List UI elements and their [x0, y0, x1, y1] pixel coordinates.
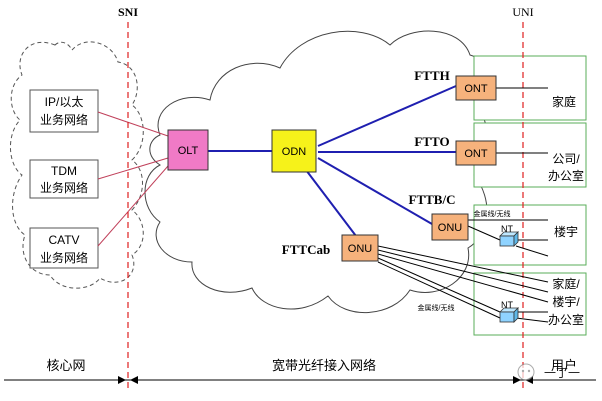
- ont-ftto-label: ONT: [464, 148, 488, 160]
- fttcab-line-1: [377, 245, 549, 283]
- uni-label: UNI: [512, 5, 533, 19]
- arrow-access-right: [513, 376, 521, 384]
- ont-ftto-node: [455, 140, 497, 166]
- premises-fttcab-label-1: 家庭/: [552, 276, 580, 291]
- olt-label: OLT: [178, 145, 199, 157]
- catv-network-label-2: 业务网络: [40, 250, 88, 265]
- premises-fttcab-label-2: 楼宇/: [552, 294, 580, 309]
- odn-node: [271, 129, 317, 173]
- fttcab-line-4: [377, 257, 501, 313]
- onu-fttb-label: ONU: [438, 222, 463, 234]
- premises-fttb: [473, 204, 587, 266]
- link-tdm-olt: [97, 157, 169, 180]
- fttb-line-4: [515, 245, 549, 257]
- premises-fttb-label: 楼宇: [554, 224, 578, 239]
- ont-ftth-node: [455, 75, 497, 101]
- fttcab-line-7: [515, 317, 549, 323]
- premises-ftto-label-2: 办公室: [548, 168, 584, 183]
- nt-fttcab-label: NT: [501, 300, 513, 310]
- watermark-icon: [517, 363, 535, 381]
- ftth-label: FTTH: [414, 68, 449, 83]
- tdm-network-label-2: 业务网络: [40, 180, 88, 195]
- ftto-label: FTTO: [414, 134, 449, 149]
- fttcab-line-5: [377, 261, 501, 319]
- fttcab-line-2: [377, 249, 549, 293]
- catv-network-box: [29, 227, 99, 269]
- premises-fttcab-label-3: 办公室: [548, 312, 584, 327]
- bottom-access-label: 宽带光纤接入网络: [272, 358, 376, 373]
- odn-label: ODN: [282, 146, 307, 158]
- fiber-odn-fttcab: [305, 169, 357, 237]
- fttcab-link-label: 金属线/无线: [418, 303, 455, 312]
- premises-ftth-label: 家庭: [552, 94, 576, 109]
- ip-network-label-2: 业务网络: [40, 112, 88, 127]
- tdm-network-box: [29, 159, 99, 199]
- fttb-label: FTTB/C: [409, 192, 456, 207]
- link-catv-olt: [97, 165, 169, 247]
- ip-network-label-1: IP/以太: [45, 94, 84, 109]
- fttb-link-label: 金属线/无线: [474, 209, 511, 218]
- bottom-core-label: 核心网: [46, 358, 85, 373]
- fttb-line-2: [467, 225, 501, 241]
- link-ip-olt: [97, 111, 169, 137]
- onu-fttb-node: [431, 213, 469, 241]
- olt-node: [167, 129, 209, 171]
- fiber-odn-fttb: [317, 157, 433, 225]
- fiber-odn-ftth: [317, 85, 457, 147]
- watermark-text: 一丁一: [544, 366, 580, 380]
- ip-network-box: [29, 89, 99, 133]
- premises-fttcab: [473, 272, 587, 336]
- arrow-access-left: [130, 376, 138, 384]
- ont-ftth-label: ONT: [464, 83, 488, 95]
- nt-fttb-label: NT: [501, 224, 513, 234]
- onu-fttcab-label: ONU: [348, 243, 373, 255]
- bottom-user-label: 用户: [551, 358, 577, 373]
- fttcab-label: FTTCab: [282, 242, 330, 257]
- nt-fttb-node: [499, 231, 519, 247]
- nt-fttcab-node: [499, 307, 519, 323]
- catv-network-label-1: CATV: [48, 233, 79, 247]
- onu-fttcab-node: [341, 234, 379, 262]
- arrow-core-right: [118, 376, 126, 384]
- core-network-cloud: [9, 41, 144, 289]
- tdm-network-label-1: TDM: [51, 164, 77, 178]
- fttcab-line-3: [377, 253, 549, 303]
- premises-ftto-label-1: 公司/: [552, 152, 580, 166]
- sni-label: SNI: [118, 5, 138, 19]
